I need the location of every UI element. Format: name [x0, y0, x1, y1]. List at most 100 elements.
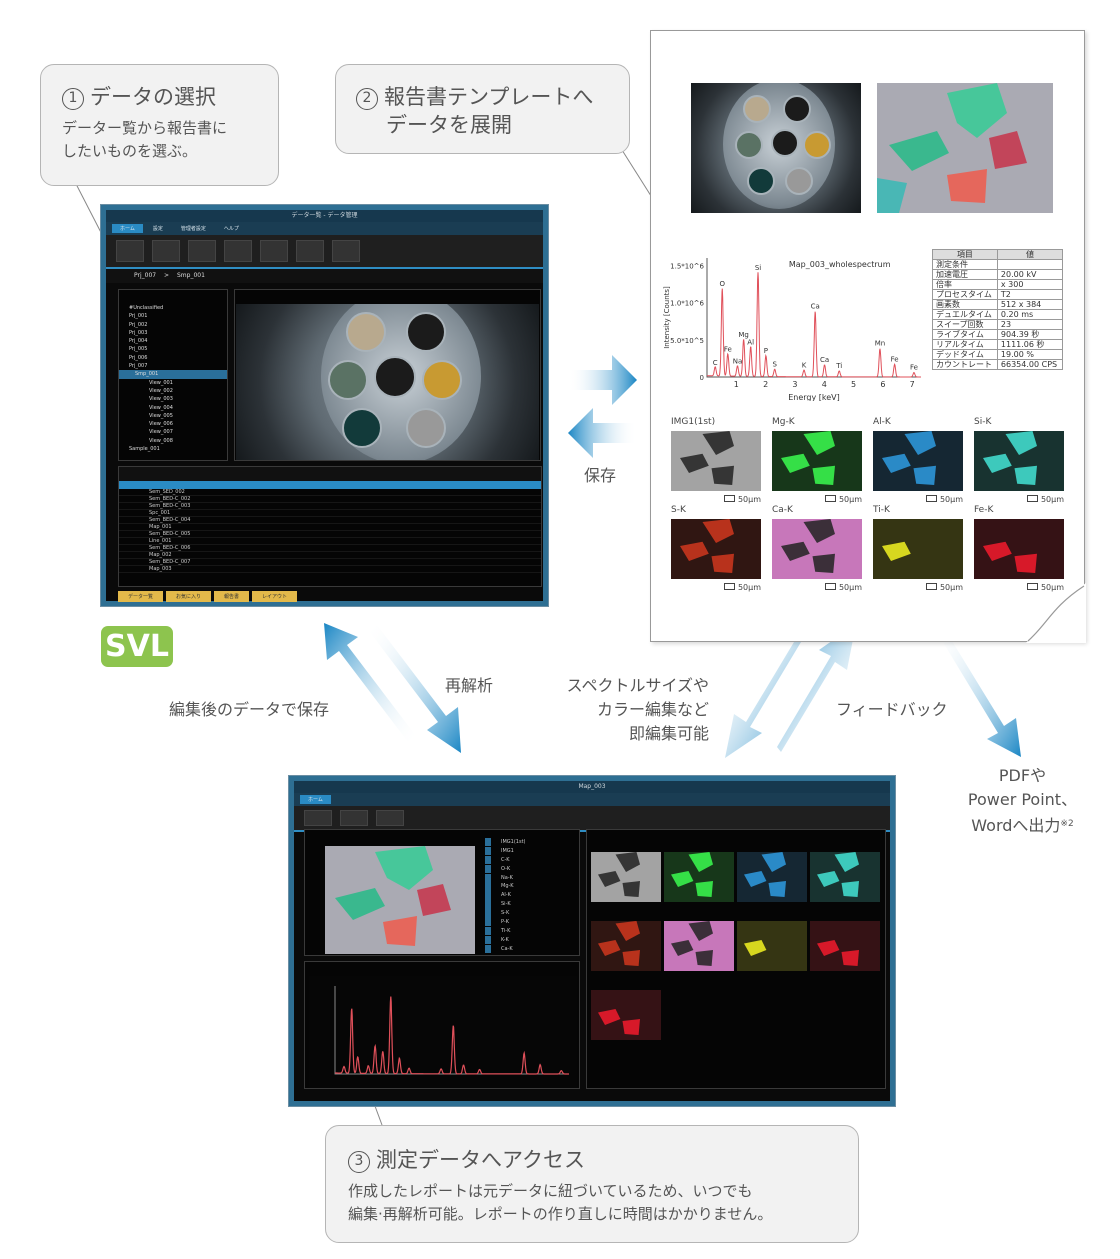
- table-row[interactable]: Map_002: [119, 552, 541, 559]
- element-map: [810, 852, 880, 902]
- layer-item[interactable]: IMG1(1st): [485, 838, 526, 847]
- element-map: [591, 852, 661, 902]
- element-map-name: Si-K: [974, 417, 992, 427]
- scale-bar: 50μm: [926, 495, 963, 504]
- table-row[interactable]: Sem_BED-C_006: [119, 545, 541, 552]
- table-row[interactable]: Sem_BED-C_007: [119, 559, 541, 566]
- tree-item[interactable]: Prj_007: [129, 363, 148, 370]
- tree-item[interactable]: View_005: [149, 412, 173, 419]
- arrow-save-back: [568, 408, 637, 458]
- element-map-image: [664, 921, 734, 971]
- save-as-button[interactable]: [340, 810, 368, 826]
- bottom-tab[interactable]: お気に入り: [166, 591, 212, 602]
- bottom-tab[interactable]: データ一覧: [118, 591, 164, 602]
- save-after-edit-label: 編集後のデータで保存: [169, 700, 330, 719]
- scale-bar: 50μm: [1027, 583, 1064, 592]
- table-row[interactable]: Sem_BED-C_003: [119, 503, 541, 510]
- tree-item[interactable]: View_004: [149, 404, 173, 411]
- layer-item[interactable]: P-K: [485, 918, 526, 927]
- layer-item[interactable]: K-K: [485, 935, 526, 945]
- data-list-window-title: データ一覧 - データ管理: [106, 210, 543, 222]
- x-tick-label: 1: [734, 380, 739, 389]
- tree-item[interactable]: View_007: [149, 429, 173, 436]
- trash-button[interactable]: [296, 240, 324, 262]
- tree-item[interactable]: View_002: [149, 387, 173, 394]
- y-tick-label: 0: [700, 374, 704, 382]
- user-switch-button[interactable]: [332, 240, 360, 262]
- tree-item[interactable]: Prj_006: [129, 354, 148, 361]
- tree-item[interactable]: Prj_005: [129, 346, 148, 353]
- table-row[interactable]: Line_001: [119, 538, 541, 545]
- ribbon-tab[interactable]: 管理者設定: [180, 226, 206, 232]
- tree-item[interactable]: View_001: [149, 379, 173, 386]
- overwrite-save-button[interactable]: [304, 810, 332, 826]
- tree-item[interactable]: Smp_001: [119, 370, 227, 379]
- table-row[interactable]: Spc_001: [119, 510, 541, 517]
- condition-row: 測定条件: [932, 259, 1064, 270]
- table-row[interactable]: Sem_SED_002: [119, 489, 541, 496]
- tree-item[interactable]: Prj_004: [129, 338, 148, 345]
- data-display-button[interactable]: [260, 240, 288, 262]
- tree-item[interactable]: Prj_001: [129, 313, 148, 320]
- layer-item[interactable]: Al-K: [485, 891, 526, 900]
- layer-item[interactable]: Mg-K: [485, 882, 526, 891]
- tree-item[interactable]: #Unclassified: [129, 305, 164, 311]
- element-map-name: Mg-K: [772, 417, 795, 427]
- element-map: [737, 921, 807, 971]
- element-map: [737, 852, 807, 902]
- ribbon-tabs: ホーム 設定 管理者設定 ヘルプ: [106, 222, 543, 235]
- layer-item[interactable]: IMG1: [485, 846, 526, 856]
- feedback-label: フィードバック: [836, 700, 948, 719]
- search-button[interactable]: [224, 240, 252, 262]
- tree-item[interactable]: View_008: [149, 437, 173, 444]
- bottom-tab[interactable]: レイアウト: [252, 591, 298, 602]
- table-row[interactable]: Map_003: [119, 566, 541, 573]
- tree-item[interactable]: Sample_001: [129, 446, 160, 453]
- element-map-image: [737, 921, 807, 971]
- ribbon-tab[interactable]: 設定: [152, 226, 163, 232]
- element-map-name: Fe-K: [974, 505, 994, 515]
- add-report-button[interactable]: [376, 810, 404, 826]
- export-button[interactable]: [188, 240, 216, 262]
- layer-item[interactable]: Si-K: [485, 900, 526, 909]
- copy-button[interactable]: [116, 240, 144, 262]
- layer-item[interactable]: Na-K: [485, 873, 526, 882]
- layer-item[interactable]: C-K: [485, 855, 526, 865]
- map-spectrum: [309, 976, 577, 1088]
- peak-label: Si: [755, 264, 761, 272]
- ribbon-tab[interactable]: ホーム: [112, 224, 143, 233]
- table-row[interactable]: Sem_BED-C_002: [119, 496, 541, 503]
- import-button[interactable]: [152, 240, 180, 262]
- reanalysis-label: 再解析: [445, 676, 494, 695]
- tab-home[interactable]: ホーム: [300, 795, 331, 804]
- layer-item[interactable]: Ti-K: [485, 926, 526, 936]
- bottom-tab[interactable]: 報告書: [214, 591, 250, 602]
- data-list-window: データ一覧 - データ管理 ホーム設定管理者設定ヘルプ Prj_007 > Sm…: [100, 204, 549, 607]
- ribbon-tab[interactable]: ヘルプ: [223, 226, 239, 232]
- y-axis-label: Intensity [Counts]: [663, 286, 671, 349]
- layer-item[interactable]: S-K: [485, 909, 526, 918]
- report-composite-map: [877, 83, 1053, 213]
- tree-item[interactable]: Prj_002: [129, 321, 148, 328]
- tree-item[interactable]: View_003: [149, 396, 173, 403]
- table-row[interactable]: Sem_BED-C_005: [119, 531, 541, 538]
- table-row[interactable]: Map_001: [119, 524, 541, 531]
- tree-item[interactable]: Prj_003: [129, 329, 148, 336]
- layer-item[interactable]: Ca-K: [485, 944, 526, 954]
- tree-item[interactable]: View_006: [149, 421, 173, 428]
- peak-label: Al: [747, 338, 754, 346]
- spectrum-line: [707, 272, 921, 378]
- table-row[interactable]: Sem_BED-C_004: [119, 517, 541, 524]
- layer-item[interactable]: O-K: [485, 864, 526, 874]
